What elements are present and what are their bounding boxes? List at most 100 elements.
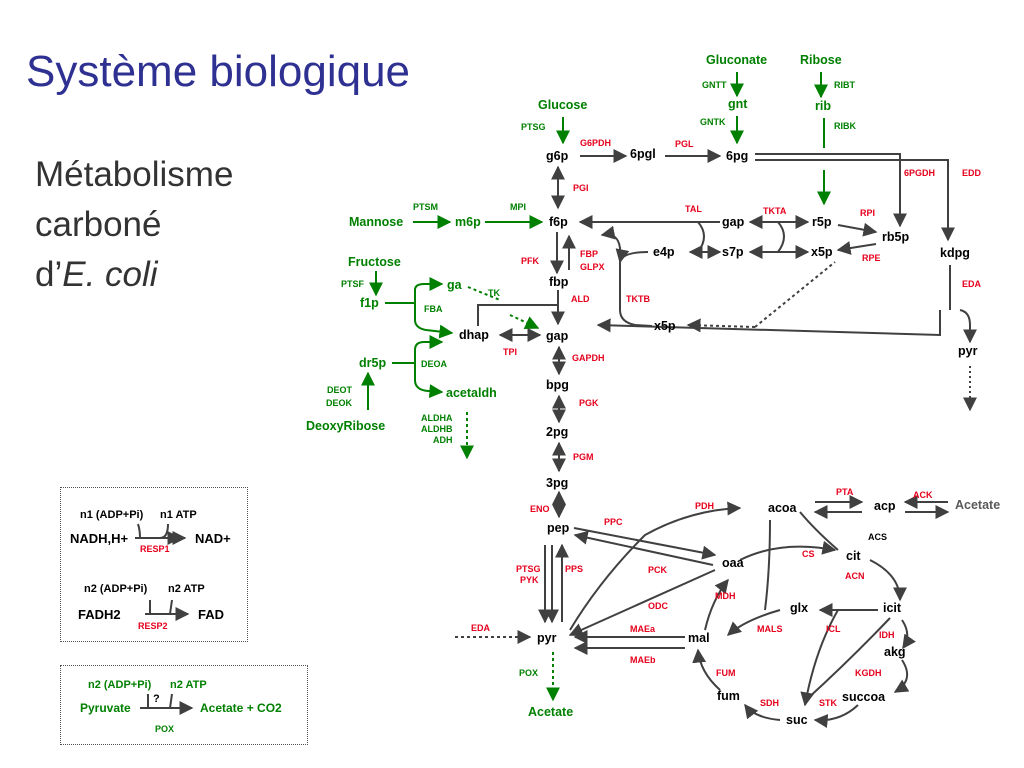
enzyme-label-6pgdh: 6PGDH — [904, 168, 935, 178]
enzyme-label-adh: ADH — [433, 435, 453, 445]
enzyme-label-pgi: PGI — [573, 183, 589, 193]
legend1-enzyme: RESP1 — [140, 544, 170, 554]
enzyme-label-ptsg1: PTSG — [521, 122, 546, 132]
legend1-out: n1 ATP — [160, 509, 197, 521]
legend2-in: n2 (ADP+Pi) — [84, 583, 148, 595]
enzyme-label-deoa: DEOA — [421, 359, 448, 369]
enzyme-label-pck: PCK — [648, 565, 668, 575]
enzyme-label-cs: CS — [802, 549, 815, 559]
enzyme-label-mpi: MPI — [510, 202, 526, 212]
enzyme-label-ribk: RIBK — [834, 121, 856, 131]
metabolite-label-6pg: 6pg — [726, 149, 748, 163]
enzyme-label-ptsf: PTSF — [341, 279, 365, 289]
metabolite-label-g6p: g6p — [546, 149, 569, 163]
enzyme-label-tktb: TKTB — [626, 294, 650, 304]
metabolite-label-acp: acp — [874, 499, 896, 513]
subtitle-line-3: d’E. coli — [35, 250, 233, 300]
metabolite-label-kdpg: kdpg — [940, 246, 970, 260]
enzyme-label-deot: DEOT — [327, 385, 353, 395]
enzyme-label-rpi: RPI — [860, 208, 875, 218]
metabolite-label-deoxyribose: DeoxyRibose — [306, 419, 385, 433]
enzyme-label-acn: ACN — [845, 571, 865, 581]
enzyme-label-gapdh: GAPDH — [572, 353, 605, 363]
metabolite-label-gap1: gap — [722, 215, 745, 229]
enzyme-label-pyk: PYK — [520, 575, 539, 585]
legend-box-pox — [60, 665, 308, 745]
legend3-out: n2 ATP — [170, 679, 207, 691]
metabolite-label-3pg: 3pg — [546, 476, 568, 490]
enzyme-label-edd: EDD — [962, 168, 982, 178]
metabolite-label-s7p: s7p — [722, 245, 744, 259]
legend1-right: NAD+ — [195, 531, 231, 546]
enzyme-label-fbp_e: FBP — [580, 249, 598, 259]
metabolite-label-succoa: succoa — [842, 690, 886, 704]
enzyme-label-pgl_e: PGL — [675, 139, 694, 149]
metabolite-label-6pgl: 6pgl — [630, 147, 656, 161]
enzyme-label-acs: ACS — [868, 532, 887, 542]
legend1-in: n1 (ADP+Pi) — [80, 509, 144, 521]
enzyme-label-mals: MALS — [757, 624, 783, 634]
metabolite-label-acetate1: Acetate — [955, 498, 1000, 512]
metabolite-label-acoa: acoa — [768, 501, 798, 515]
metabolite-label-akg: akg — [884, 645, 906, 659]
enzyme-label-ribt: RIBT — [834, 80, 855, 90]
metabolite-label-dhap: dhap — [459, 328, 489, 342]
metabolite-label-fbp: fbp — [549, 275, 569, 289]
organism-name: E. coli — [62, 255, 158, 294]
enzyme-label-pgm: PGM — [573, 452, 594, 462]
enzyme-label-odc: ODC — [648, 601, 669, 611]
enzyme-label-gntk: GNTK — [700, 117, 726, 127]
metabolite-label-mal: mal — [688, 631, 710, 645]
enzyme-label-maea: MAEa — [630, 624, 656, 634]
enzyme-label-stk: STK — [819, 698, 838, 708]
legend2-left: FADH2 — [78, 607, 121, 622]
enzyme-label-pfk: PFK — [521, 256, 540, 266]
enzyme-label-tk: TK — [488, 288, 500, 298]
enzyme-label-gntt: GNTT — [702, 80, 727, 90]
subtitle-line-1: Métabolisme — [35, 155, 234, 194]
metabolite-label-ribose: Ribose — [800, 53, 842, 67]
legend3-enzyme: POX — [155, 724, 174, 734]
enzyme-label-pps: PPS — [565, 564, 583, 574]
enzyme-label-ack: ACK — [913, 490, 933, 500]
enzyme-label-sdh: SDH — [760, 698, 779, 708]
enzyme-label-kgdh: KGDH — [855, 668, 882, 678]
legend2-right: FAD — [198, 607, 224, 622]
enzyme-label-rpe: RPE — [862, 253, 881, 263]
metabolite-label-x5p1: x5p — [811, 245, 833, 259]
enzyme-label-pgk: PGK — [579, 398, 599, 408]
subtitle: Métabolisme carboné d’E. coli — [35, 150, 233, 300]
metabolite-label-mannose: Mannose — [349, 215, 403, 229]
metabolite-label-dr5p: dr5p — [359, 356, 386, 370]
metabolite-label-gnt: gnt — [728, 97, 748, 111]
metabolite-label-x5p2: x5p — [654, 319, 676, 333]
metabolite-label-f1p: f1p — [360, 296, 379, 310]
enzyme-label-mdh: MDH — [715, 591, 736, 601]
enzyme-label-deok: DEOK — [326, 398, 353, 408]
metabolite-label-pep: pep — [547, 521, 570, 535]
enzyme-label-tpi: TPI — [503, 347, 517, 357]
metabolite-label-gap2: gap — [546, 329, 569, 343]
metabolite-label-m6p: m6p — [455, 215, 481, 229]
enzyme-label-pta: PTA — [836, 487, 854, 497]
metabolite-label-fructose: Fructose — [348, 255, 401, 269]
enzyme-label-maeb: MAEb — [630, 655, 656, 665]
enzyme-label-tal: TAL — [685, 204, 702, 214]
metabolite-label-acetate2: Acetate — [528, 705, 573, 719]
enzyme-label-aldha: ALDHA — [421, 413, 453, 423]
legend2-out: n2 ATP — [168, 583, 205, 595]
enzyme-label-pox1: POX — [519, 668, 538, 678]
metabolite-label-r5p: r5p — [812, 215, 832, 229]
enzyme-label-g6pdh: G6PDH — [580, 138, 611, 148]
metabolite-label-glx: glx — [790, 601, 808, 615]
legend2-enzyme: RESP2 — [138, 621, 168, 631]
enzyme-label-eno: ENO — [530, 504, 550, 514]
subtitle-prefix: d’ — [35, 255, 63, 294]
metabolite-label-cit: cit — [846, 549, 861, 563]
enzyme-label-fba: FBA — [424, 304, 443, 314]
metabolite-label-ga: ga — [447, 278, 463, 292]
enzyme-label-glpx: GLPX — [580, 262, 605, 272]
legend3-right: Acetate + CO2 — [200, 701, 282, 715]
enzyme-label-icl: ICL — [826, 624, 841, 634]
